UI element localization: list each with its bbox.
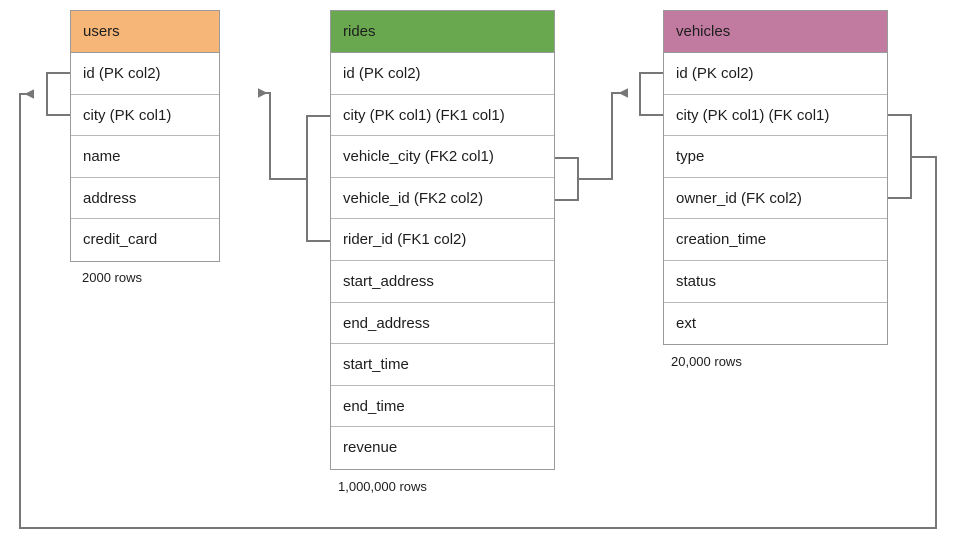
table-rides[interactable]: rides id (PK col2) city (PK col1) (FK1 c… <box>330 10 555 470</box>
table-rides-column-revenue[interactable]: revenue <box>331 427 554 469</box>
table-users-column-name[interactable]: name <box>71 136 219 178</box>
table-vehicles-column-creation-time[interactable]: creation_time <box>664 219 887 261</box>
table-users-column-address[interactable]: address <box>71 177 219 220</box>
table-users-column-city[interactable]: city (PK col1) <box>71 94 219 137</box>
table-users-column-id[interactable]: id (PK col2) <box>71 53 219 95</box>
table-vehicles-header: vehicles <box>664 11 887 53</box>
table-rides-header: rides <box>331 11 554 53</box>
table-users-row-count: 2000 rows <box>82 270 142 285</box>
table-users[interactable]: users id (PK col2) city (PK col1) name a… <box>70 10 220 262</box>
rides-right-bracket <box>555 157 579 201</box>
table-vehicles-column-type[interactable]: type <box>664 136 887 178</box>
rides-to-users-link <box>258 88 307 180</box>
table-vehicles[interactable]: vehicles id (PK col2) city (PK col1) (FK… <box>663 10 888 346</box>
table-vehicles-column-city[interactable]: city (PK col1) (FK col1) <box>664 94 887 137</box>
table-rides-column-start-time[interactable]: start_time <box>331 344 554 386</box>
table-vehicles-column-status[interactable]: status <box>664 260 887 303</box>
table-vehicles-column-owner-id[interactable]: owner_id (FK col2) <box>664 177 887 220</box>
table-rides-column-end-address[interactable]: end_address <box>331 302 554 345</box>
rides-left-bracket <box>306 115 330 242</box>
table-vehicles-column-ext[interactable]: ext <box>664 302 887 345</box>
vehicles-left-bracket <box>639 72 663 116</box>
table-rides-column-vehicle-city[interactable]: vehicle_city (FK2 col1) <box>331 136 554 178</box>
table-rides-column-rider-id[interactable]: rider_id (FK1 col2) <box>331 219 554 261</box>
table-vehicles-row-count: 20,000 rows <box>671 354 742 369</box>
table-rides-column-end-time[interactable]: end_time <box>331 385 554 428</box>
table-vehicles-column-id[interactable]: id (PK col2) <box>664 53 887 95</box>
table-users-header: users <box>71 11 219 53</box>
table-rides-column-id[interactable]: id (PK col2) <box>331 53 554 95</box>
rides-to-vehicles-link <box>578 88 628 180</box>
table-rides-column-vehicle-id[interactable]: vehicle_id (FK2 col2) <box>331 177 554 220</box>
table-rides-column-start-address[interactable]: start_address <box>331 260 554 303</box>
users-left-bracket <box>46 72 70 116</box>
vehicles-right-bracket <box>888 114 912 199</box>
table-users-column-credit-card[interactable]: credit_card <box>71 219 219 261</box>
table-rides-column-city[interactable]: city (PK col1) (FK1 col1) <box>331 94 554 137</box>
table-rides-row-count: 1,000,000 rows <box>338 479 427 494</box>
